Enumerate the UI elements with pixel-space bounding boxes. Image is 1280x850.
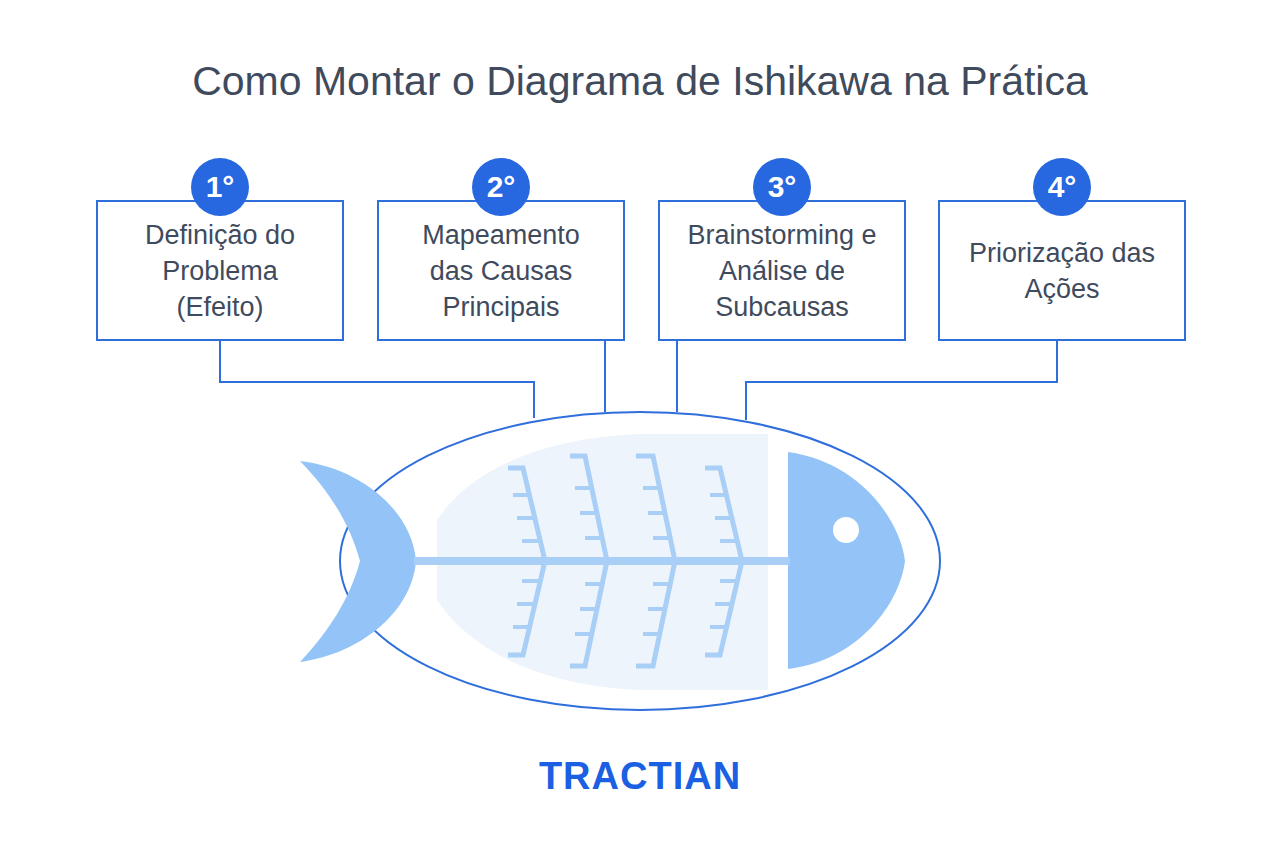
bone [636,456,675,666]
step-box: 2°Mapeamento das Causas Principais [377,200,625,341]
leader-line [746,340,1057,420]
step-number: 2° [472,158,530,216]
fish-outline [340,412,940,710]
bone [508,468,545,655]
step-text: Priorização das Ações [960,235,1165,307]
step-number: 4° [1033,158,1091,216]
step-text: Brainstorming e Análise de Subcausas [680,217,885,325]
step-number: 3° [753,158,811,216]
step-text: Mapeamento das Causas Principais [399,217,604,325]
step-text: Definição do Problema (Efeito) [118,217,323,325]
step-box: 4°Priorização das Ações [938,200,1186,341]
fish-spine [414,557,790,565]
step-number: 1° [191,158,249,216]
fish-tail [300,461,416,662]
step-box: 3°Brainstorming e Análise de Subcausas [658,200,906,341]
leader-line [604,340,606,412]
bone [705,468,742,655]
leader-line [220,340,534,418]
brand-logo: TRACTIAN [0,755,1280,798]
bone-ticks [513,488,736,634]
diagram-title: Como Montar o Diagrama de Ishikawa na Pr… [0,58,1280,105]
step-box: 1°Definição do Problema (Efeito) [96,200,344,341]
fish-bones [508,456,742,666]
fish-head [788,452,905,669]
bone [570,456,607,666]
leader-lines [220,340,1057,420]
fish-eye [833,517,859,543]
leader-line [676,340,678,412]
